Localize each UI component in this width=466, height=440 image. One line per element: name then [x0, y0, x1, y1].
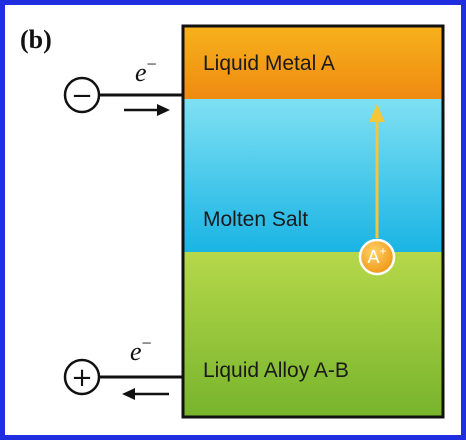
positive-electron-label: e− [130, 333, 152, 366]
negative-electron-superscript: − [147, 54, 157, 74]
ion-circle [358, 238, 396, 276]
liquid-alloy-label: Liquid Alloy A-B [203, 359, 349, 382]
molten-salt-label: Molten Salt [203, 208, 308, 231]
negative-sign: − [71, 81, 93, 111]
panel-label: (b) [20, 25, 52, 54]
liquid-metal-label: Liquid Metal A [203, 52, 335, 75]
negative-current-arrow-head [157, 104, 170, 116]
liquid-alloy-layer [183, 252, 443, 417]
positive-sign: + [71, 363, 93, 393]
negative-electron-symbol: e [135, 58, 147, 87]
negative-electron-label: e− [135, 54, 157, 87]
positive-electron-symbol: e [130, 337, 142, 366]
molten-salt-layer [183, 99, 443, 252]
ion-label: A+ [367, 244, 386, 267]
ion-arrow-head [369, 104, 385, 122]
liquid-metal-layer [183, 26, 443, 99]
positive-electron-superscript: − [142, 333, 152, 353]
ion-superscript: + [380, 244, 387, 258]
cell-outline [181, 24, 445, 419]
ion-symbol: A [367, 247, 379, 267]
positive-current-arrow-head [122, 388, 135, 400]
